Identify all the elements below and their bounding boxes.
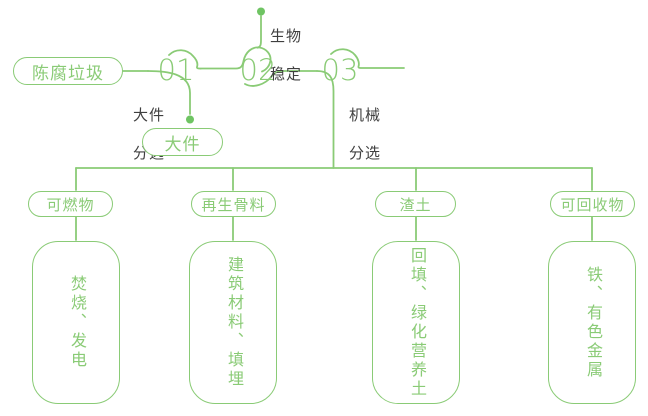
category-pill-recycled-aggregate: 再生骨料 <box>191 191 276 217</box>
swoosh-under-02 <box>244 70 318 87</box>
annotation-mechanical-sorting: 机械 分选 <box>349 87 381 182</box>
category-label: 可燃物 <box>46 196 95 214</box>
annotation-bio-line1: 生物 <box>270 28 303 45</box>
swoosh-03 <box>330 48 405 69</box>
step-number-03: 03 <box>321 53 359 87</box>
result-box-incineration: 焚烧、发电 <box>32 241 120 404</box>
result-text: 铁、有色金属 <box>584 265 601 380</box>
source-pill: 陈腐垃圾 <box>13 57 123 85</box>
dot-bio-stabilization <box>257 7 265 16</box>
step-number-02: 02 <box>239 53 277 87</box>
result-text: 建筑材料、填埋 <box>225 256 242 389</box>
category-pill-slag-soil: 渣土 <box>375 191 456 217</box>
annotation-mech-line2: 分选 <box>349 145 382 162</box>
bulky-item-label: 大件 <box>164 134 201 154</box>
category-label: 再生骨料 <box>201 196 266 214</box>
result-box-metals: 铁、有色金属 <box>548 241 636 404</box>
line-01-branch-down <box>147 70 191 115</box>
annotation-bio-line2: 稳定 <box>270 66 303 83</box>
line-02-branch-up <box>256 15 262 49</box>
category-pill-combustibles: 可燃物 <box>28 191 113 217</box>
category-label: 渣土 <box>399 196 432 214</box>
result-box-backfill: 回填、绿化营养土 <box>372 241 460 404</box>
bulky-item-pill: 大件 <box>142 128 223 156</box>
annotation-bio-stabilization: 生物 稳定 <box>270 8 302 103</box>
swoosh-01-02 <box>168 46 272 73</box>
category-label: 可回收物 <box>560 196 625 214</box>
result-text: 回填、绿化营养土 <box>408 246 425 399</box>
source-label: 陈腐垃圾 <box>32 63 104 83</box>
result-text: 焚烧、发电 <box>68 275 85 370</box>
dot-bulky-item <box>186 115 194 124</box>
category-pill-recyclables: 可回收物 <box>550 191 635 217</box>
annotation-bulky-line1: 大件 <box>133 107 166 124</box>
step-number-01: 01 <box>157 53 195 87</box>
line-03-branch-down <box>316 70 335 169</box>
annotation-mech-line1: 机械 <box>349 107 382 124</box>
result-box-building-materials: 建筑材料、填埋 <box>189 241 277 404</box>
